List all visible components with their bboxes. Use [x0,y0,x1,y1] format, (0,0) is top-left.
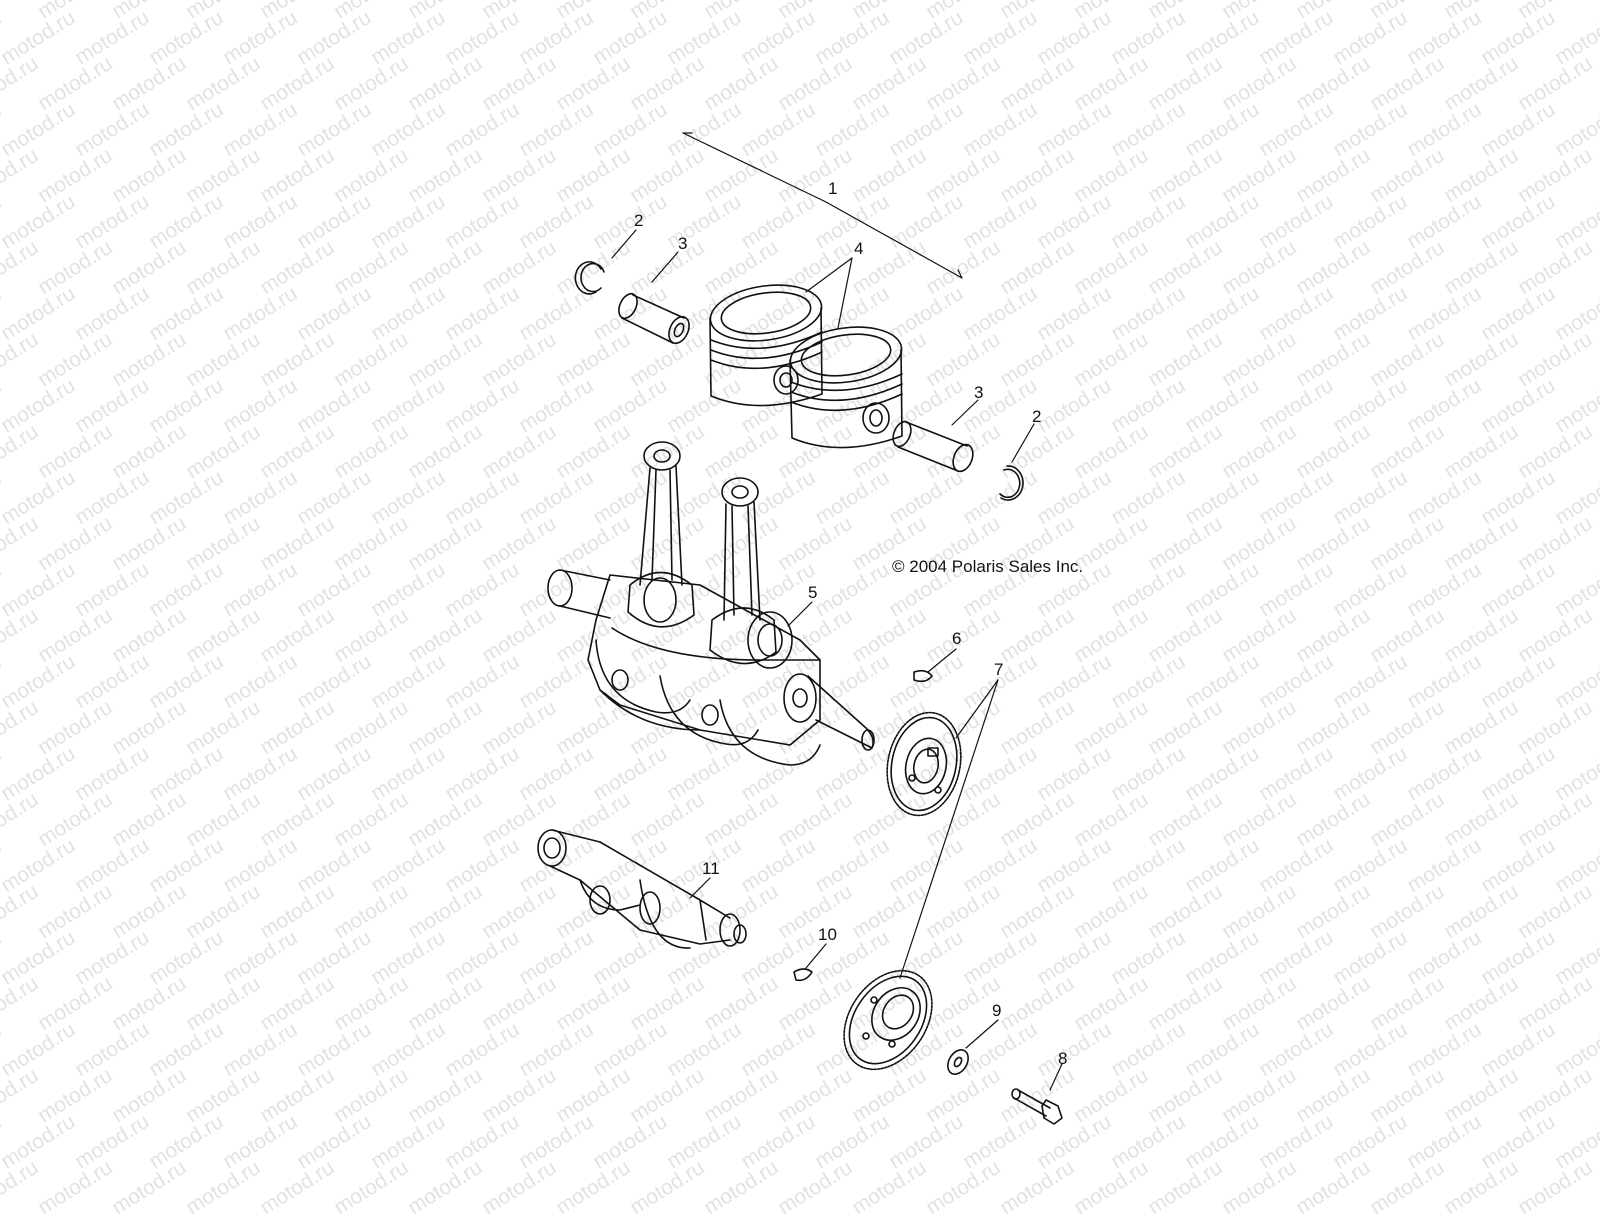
callout-6: 6 [952,629,962,648]
callout-3-right: 3 [974,383,984,402]
callout-10: 10 [818,925,837,944]
callout-5: 5 [808,583,818,602]
copyright-notice: © 2004 Polaris Sales Inc. [892,557,1084,576]
circlip-right [999,465,1024,501]
callout-11: 11 [702,859,720,878]
leader-lines [611,132,1063,1091]
callout-8: 8 [1058,1049,1068,1068]
callout-3-top: 3 [678,234,688,253]
callout-2-top: 2 [634,211,644,230]
washer [947,1049,969,1075]
bolt [1011,1088,1063,1125]
crankshaft [547,441,875,766]
balance-shaft [537,829,747,949]
callout-4: 4 [854,239,864,258]
woodruff-key [913,669,933,683]
callout-1: 1 [828,179,838,198]
driven-gear-lower [843,969,933,1071]
piston-right [789,326,903,449]
callout-9: 9 [992,1001,1002,1020]
piston-pin-right [892,420,974,473]
circlip-top [574,261,605,295]
callout-7: 7 [994,660,1004,679]
callout-2-right: 2 [1032,407,1042,426]
piston-pin-top [618,292,690,345]
drive-gear-upper [886,711,962,817]
piston-left [709,284,823,407]
balance-key [793,968,813,982]
